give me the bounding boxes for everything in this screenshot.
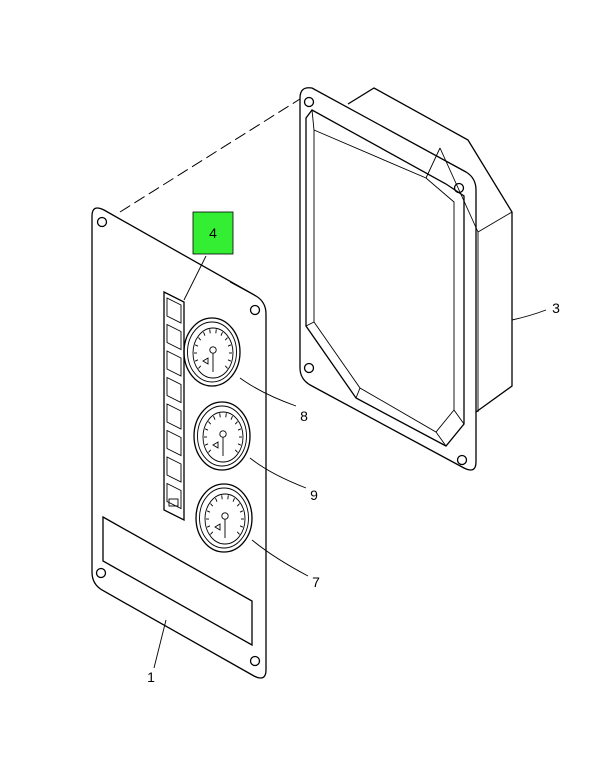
enclosure-hole-bl xyxy=(303,362,315,374)
leader-8 xyxy=(239,377,297,407)
gauge-tick xyxy=(198,365,202,369)
gauge-tick xyxy=(213,416,216,420)
callout-label-3[interactable]: 3 xyxy=(552,300,560,316)
callout-4-box[interactable] xyxy=(192,211,234,255)
gauge-bezel-outer xyxy=(183,317,241,387)
label-plate xyxy=(102,515,253,647)
light-strip-frame xyxy=(163,290,185,522)
gauge-tick xyxy=(224,365,228,369)
panel-hole-tl xyxy=(96,216,108,228)
gauge-tick xyxy=(206,525,211,528)
panel-hole-br xyxy=(249,655,261,667)
panel-edge xyxy=(229,281,257,297)
leader-4 xyxy=(183,255,207,301)
gauge-tick xyxy=(239,510,244,513)
enclosure-box xyxy=(299,87,513,471)
leader-lines xyxy=(153,255,547,669)
gauge-needle-hub xyxy=(219,430,227,438)
leader-1 xyxy=(153,619,167,669)
enclosure-rear-body xyxy=(347,87,513,413)
panel-hole-tr xyxy=(249,304,261,316)
gauge-tick xyxy=(237,428,242,431)
gauge-bezel-inner xyxy=(187,321,237,383)
callout-label-8[interactable]: 8 xyxy=(300,408,308,424)
gauge-bezel-outer xyxy=(193,401,251,471)
gauge-tick xyxy=(204,443,209,446)
gauge-tick xyxy=(209,329,211,334)
enclosure-opening-depth xyxy=(305,109,465,447)
gauge-tick xyxy=(225,413,227,418)
gauge-face xyxy=(202,411,244,463)
gauge-tick xyxy=(206,510,211,513)
gauge-tick xyxy=(236,503,240,507)
gauge-tick xyxy=(234,421,238,425)
indicator-light-cell xyxy=(166,403,182,430)
gauge-bezel-inner xyxy=(199,487,249,549)
gauge-tick xyxy=(221,495,223,500)
callout-label-9[interactable]: 9 xyxy=(310,487,318,503)
gauge-tick xyxy=(219,413,221,418)
alignment-dashed-line xyxy=(119,98,301,213)
gauge-tick xyxy=(236,531,240,535)
gauge-tick xyxy=(210,503,214,507)
gauge-symbol-icon xyxy=(202,357,209,365)
enclosure-hole-tr xyxy=(453,182,465,194)
gauge-tick xyxy=(215,329,217,334)
callout-label-7[interactable]: 7 xyxy=(312,574,320,590)
gauge-needle-hub xyxy=(209,346,217,354)
gauge-tick xyxy=(224,337,228,341)
leader-3 xyxy=(511,309,547,321)
gauge-tick xyxy=(204,428,209,431)
gauge-tick xyxy=(208,421,212,425)
gauge-middle xyxy=(193,401,251,471)
indicator-light-cell xyxy=(166,482,182,510)
indicator-light-cell xyxy=(166,456,182,483)
panel-hole-bl xyxy=(95,567,107,579)
gauge-needle-hub xyxy=(221,512,229,520)
indicator-light-cell xyxy=(166,350,182,377)
gauge-tick xyxy=(230,416,233,420)
panel-outline xyxy=(91,207,267,679)
gauge-tick xyxy=(237,443,242,446)
enclosure-opening-inner xyxy=(313,129,455,433)
leader-7 xyxy=(251,539,309,577)
indicator-light-cell xyxy=(166,376,182,404)
enclosure-hole-tl xyxy=(303,96,315,108)
gauge-tick xyxy=(220,332,223,336)
gauge-tick xyxy=(215,498,218,502)
indicator-symbol-icon xyxy=(168,498,179,507)
gauge-lower xyxy=(195,483,253,553)
gauge-tick xyxy=(194,359,199,362)
callout-label-1[interactable]: 1 xyxy=(147,669,155,685)
gauge-tick xyxy=(210,531,214,535)
gauge-bezel-outer xyxy=(195,483,253,553)
front-panel xyxy=(91,207,267,679)
gauge-tick xyxy=(227,495,229,500)
gauge-upper xyxy=(183,317,241,387)
gauge-face xyxy=(192,327,234,379)
indicator-light-cell xyxy=(166,323,182,351)
gauge-tick xyxy=(203,332,206,336)
leader-9 xyxy=(249,457,307,489)
callout-4-highlight[interactable]: 4 xyxy=(192,211,234,255)
enclosure-flange xyxy=(299,87,477,471)
callout-label-4[interactable]: 4 xyxy=(209,225,217,241)
gauge-tick xyxy=(227,359,232,362)
gauge-tick xyxy=(239,525,244,528)
gauge-tick xyxy=(234,449,238,453)
gauge-symbol-icon xyxy=(214,523,221,531)
gauge-tick xyxy=(208,449,212,453)
gauge-symbol-icon xyxy=(212,441,219,449)
enclosure-hole-br xyxy=(456,454,468,466)
gauge-tick xyxy=(198,337,202,341)
indicator-light-cell xyxy=(166,297,182,324)
indicator-light-cell xyxy=(166,429,182,457)
gauge-tick xyxy=(227,344,232,347)
gauge-tick xyxy=(194,344,199,347)
gauge-tick xyxy=(232,498,235,502)
gauge-bezel-inner xyxy=(197,405,247,467)
gauge-face xyxy=(204,493,246,545)
indicator-light-strip xyxy=(163,290,185,522)
